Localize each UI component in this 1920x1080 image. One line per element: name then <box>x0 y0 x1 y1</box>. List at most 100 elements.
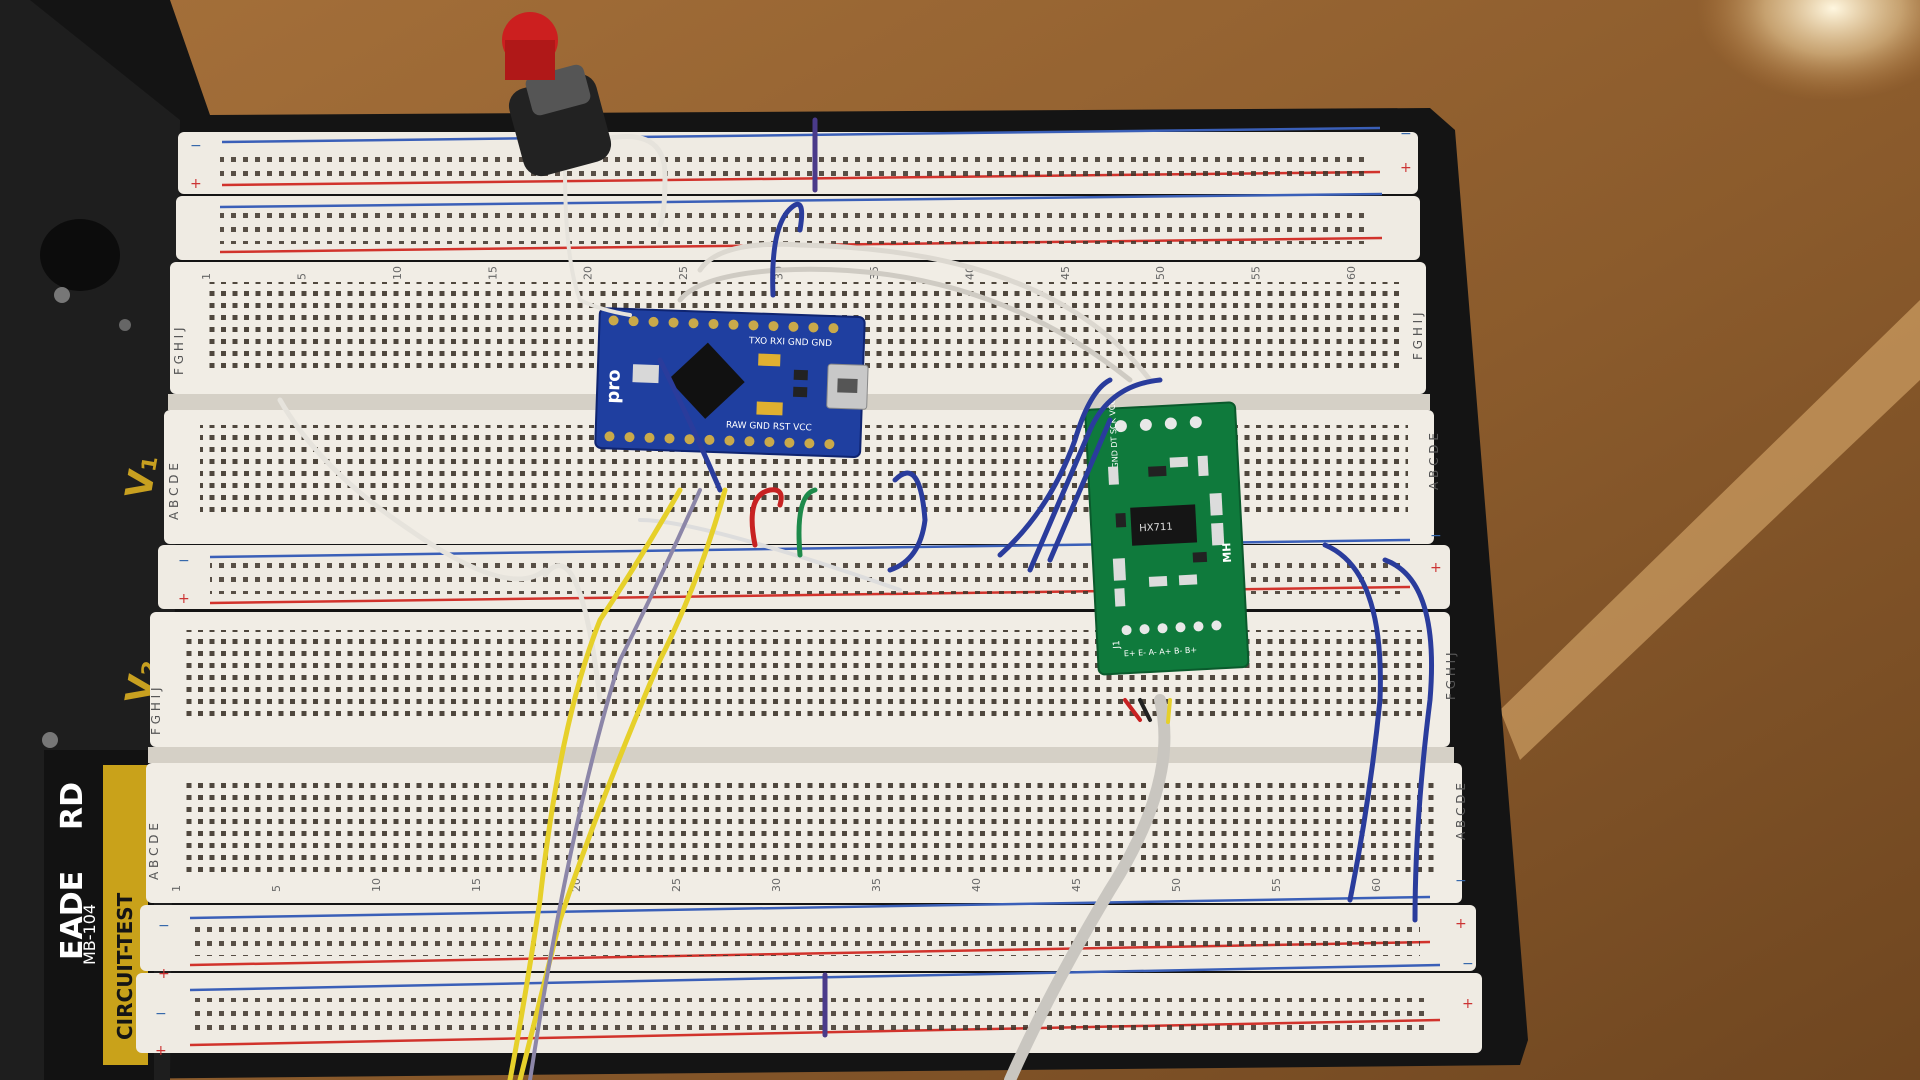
blue-wire <box>887 470 928 573</box>
crystal <box>632 364 660 384</box>
capacitor <box>756 401 783 416</box>
center-channel <box>148 747 1454 763</box>
column-number: 60 <box>1345 266 1358 280</box>
hx711-chip <box>1130 504 1198 546</box>
column-number: 55 <box>1270 878 1283 892</box>
rail-plus: + <box>1455 916 1467 932</box>
rail-minus: − <box>1462 956 1474 972</box>
blue-wire <box>1382 557 1435 923</box>
arduino-header-bottom <box>604 431 835 450</box>
column-number: 10 <box>391 266 404 280</box>
column-number: 60 <box>1370 878 1383 892</box>
row-letters-top-right: F G H I J <box>1411 312 1425 360</box>
rail-plus: + <box>155 1043 167 1059</box>
wires <box>277 117 1435 1080</box>
column-number: 5 <box>295 273 308 280</box>
binding-post <box>40 219 120 291</box>
hx711-module: GND DT SCK VCC HX711 MH J1 E+ E- A- A+ B… <box>1084 398 1250 676</box>
column-number: 45 <box>1059 266 1072 280</box>
grey-twisted-wire <box>528 488 702 1080</box>
rail-minus: − <box>158 918 170 934</box>
arduino-pin-labels-bottom: RAW GND RST VCC <box>726 420 812 433</box>
white-wire <box>638 518 902 592</box>
rail-plus: + <box>190 176 202 192</box>
hx711-chip-label: HX711 <box>1139 522 1173 535</box>
yellow-wire <box>507 487 683 1080</box>
blue-wire <box>1047 417 1113 563</box>
yellow-wire <box>517 487 728 1080</box>
push-button <box>502 12 612 177</box>
smd-components <box>1108 455 1225 607</box>
row-letters-bottom: A B C D E <box>147 823 161 880</box>
column-number: 1 <box>170 885 183 892</box>
row-letters-bottom-right: A B C D E <box>1427 433 1441 490</box>
blue-wire <box>657 357 723 493</box>
microcontroller-chip <box>668 342 745 419</box>
brand-series: CIRCUIT-TEST <box>113 892 137 1040</box>
column-number: 45 <box>1070 878 1083 892</box>
column-number: 1 <box>200 273 213 280</box>
rail-minus: − <box>1430 528 1442 544</box>
capacitor <box>758 353 781 367</box>
load-cell-cable <box>1004 694 1171 1080</box>
column-number: 15 <box>486 266 499 280</box>
column-number: 40 <box>970 878 983 892</box>
white-wire <box>563 168 632 317</box>
row-letters-top: F G H I J <box>149 687 163 735</box>
column-number: 30 <box>770 878 783 892</box>
rail-minus: − <box>1400 126 1412 142</box>
brand-model: MB-104 <box>80 904 99 965</box>
rail-plus: + <box>158 966 170 982</box>
white-wire <box>677 266 1133 383</box>
column-number: 20 <box>582 266 595 280</box>
arduino-header-top <box>608 315 839 334</box>
column-number: 15 <box>470 878 483 892</box>
brand-name: EADE <box>55 871 90 960</box>
blue-wire <box>1027 377 1163 573</box>
rail-plus: + <box>1462 996 1474 1012</box>
hx711-mark: MH <box>1220 542 1234 563</box>
red-wire <box>749 487 784 548</box>
white-wire <box>277 397 548 582</box>
column-number: 55 <box>1250 266 1263 280</box>
blue-wire <box>770 201 805 298</box>
column-number: 35 <box>870 878 883 892</box>
column-number: 25 <box>670 878 683 892</box>
post-screw <box>54 287 70 303</box>
column-number: 50 <box>1154 266 1167 280</box>
hx711-ref: J1 <box>1112 640 1122 650</box>
post-screw <box>119 319 131 331</box>
row-letters-bottom-right: A B C D E <box>1454 783 1468 840</box>
arduino-pro-micro: TXO RXI GND GND RAW GND RST VCC pro <box>594 307 869 458</box>
v1-label: V₁ <box>118 451 166 501</box>
rail-plus: + <box>178 591 190 607</box>
hx711-header-bottom <box>1121 620 1222 636</box>
arduino-pin-labels-top: TXO RXI GND GND <box>748 336 832 349</box>
column-number: 10 <box>370 878 383 892</box>
row-letters-top-right: F G H I J <box>1444 652 1458 700</box>
arduino-logo: pro <box>603 369 625 404</box>
rail-plus: + <box>1400 160 1412 176</box>
white-wire <box>542 563 603 703</box>
blue-wire <box>997 377 1113 558</box>
blue-wire <box>1322 542 1383 903</box>
column-number: 50 <box>1170 878 1183 892</box>
brand-name-right: RD <box>55 782 90 830</box>
rail-minus: − <box>190 138 202 154</box>
breadboard-bottom: F G H I J A B C D E F G H I J A B C D E … <box>136 612 1482 1059</box>
hx711-pins-bottom: E+ E- A- A+ B- B+ <box>1124 645 1198 658</box>
column-number: 5 <box>270 885 283 892</box>
rail-minus: − <box>1455 873 1467 889</box>
row-letters-top: F G H I J <box>172 327 186 375</box>
rail-minus: − <box>155 1006 167 1022</box>
column-number: 25 <box>677 266 690 280</box>
hx711-pins-top: GND DT SCK VCC <box>1107 398 1120 468</box>
rail-plus: + <box>1430 560 1442 576</box>
hx711-header-top <box>1114 416 1202 433</box>
white-wire <box>597 134 668 228</box>
rail-minus: − <box>178 553 190 569</box>
row-letters-bottom: A B C D E <box>167 463 181 520</box>
